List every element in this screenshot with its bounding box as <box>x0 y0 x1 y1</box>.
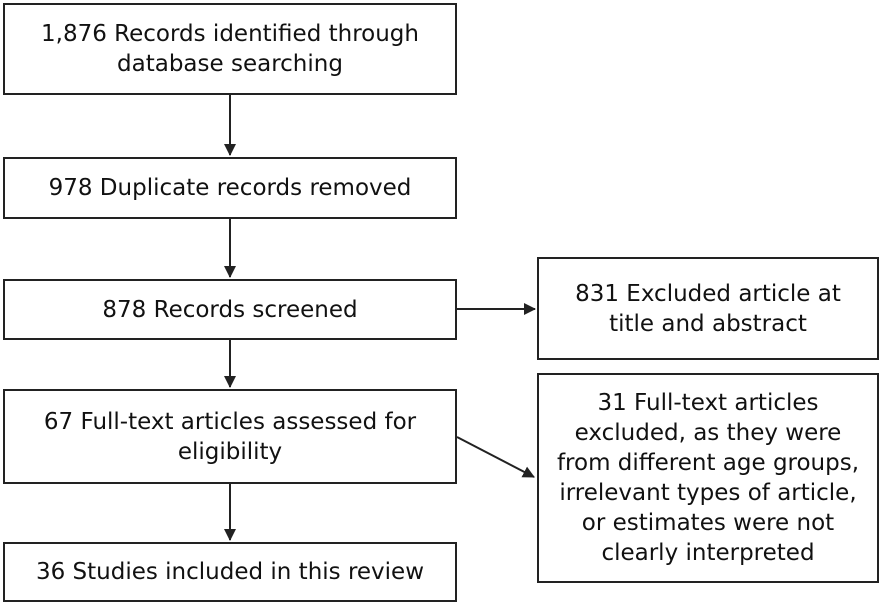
duplicates-removed-box: 978 Duplicate records removed <box>3 157 457 219</box>
records-identified-text: 1,876 Records identified through databas… <box>41 21 419 77</box>
records-identified-box: 1,876 Records identified through databas… <box>3 3 457 95</box>
studies-included-text: 36 Studies included in this review <box>35 559 425 585</box>
excluded-title-abstract-text: 831 Excluded article at title and abstra… <box>575 280 841 337</box>
records-screened-box: 878 Records screened <box>3 279 457 340</box>
excluded-fulltext-text: 31 Full-text articles excluded, as they … <box>556 390 860 566</box>
duplicates-removed-text: 978 Duplicate records removed <box>48 175 412 201</box>
fulltext-assessed-box: 67 Full-text articles assessed for eligi… <box>3 389 457 484</box>
studies-included-box: 36 Studies included in this review <box>3 542 457 602</box>
excluded-fulltext-box: 31 Full-text articles excluded, as they … <box>537 373 879 583</box>
excluded-title-abstract-box: 831 Excluded article at title and abstra… <box>537 257 879 360</box>
records-screened-text: 878 Records screened <box>102 296 358 323</box>
fulltext-assessed-text: 67 Full-text articles assessed for eligi… <box>43 408 417 465</box>
arrow-fulltext-to-excluded <box>456 436 535 478</box>
